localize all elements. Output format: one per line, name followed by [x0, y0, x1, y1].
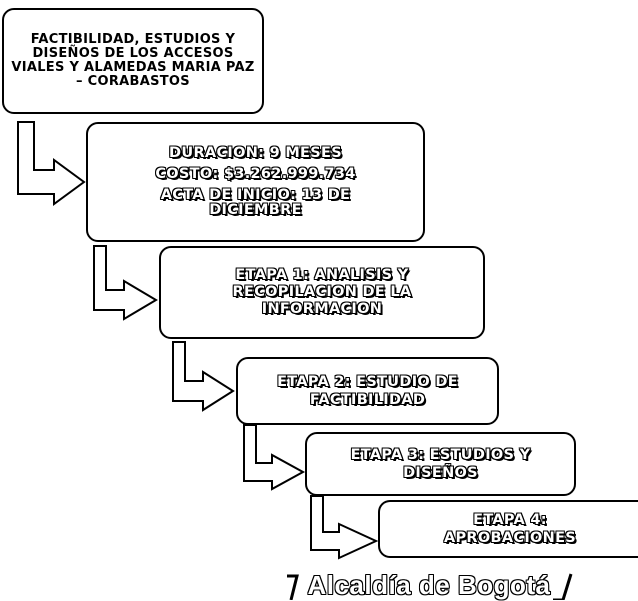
- arrow-1-icon: [17, 121, 86, 206]
- arrow-3-icon: [172, 341, 235, 412]
- project-title: FACTIBILIDAD, ESTUDIOS Y DISEÑOS DE LOS …: [11, 32, 255, 89]
- summary-box: DURACION: 9 MESES COSTO: $3.262.999.734 …: [86, 122, 425, 242]
- arrow-2-icon: [93, 245, 158, 321]
- stage-3-box: ETAPA 3: ESTUDIOS Y DISEÑOS: [305, 432, 576, 496]
- stage-4-box: ETAPA 4: APROBACIONES: [378, 500, 638, 558]
- stage-2-text: ETAPA 2: ESTUDIO DE FACTIBILIDAD: [277, 374, 458, 408]
- stage-1-box: ETAPA 1: ANALISIS Y RECOPILACION DE LA I…: [159, 246, 485, 339]
- stage-1-text: ETAPA 1: ANALISIS Y RECOPILACION DE LA I…: [232, 267, 412, 317]
- stage-4-text: ETAPA 4: APROBACIONES: [443, 512, 577, 546]
- project-box: FACTIBILIDAD, ESTUDIOS Y DISEÑOS DE LOS …: [2, 8, 264, 114]
- start-date-text: ACTA DE INICIO: 13 DE DICIEMBRE: [160, 187, 351, 218]
- stage-3-text: ETAPA 3: ESTUDIOS Y DISEÑOS: [350, 447, 531, 481]
- stage-2-box: ETAPA 2: ESTUDIO DE FACTIBILIDAD: [236, 357, 499, 425]
- logo-text: Alcaldía de Bogotá: [307, 569, 551, 600]
- logo-frame-icon: [287, 573, 573, 600]
- alcaldia-logo: Alcaldía de Bogotá: [275, 570, 583, 600]
- duration-text: DURACION: 9 MESES: [169, 145, 342, 161]
- cost-text: COSTO: $3.262.999.734: [155, 166, 356, 182]
- arrow-4-icon: [243, 424, 306, 491]
- arrow-5-icon: [310, 495, 379, 560]
